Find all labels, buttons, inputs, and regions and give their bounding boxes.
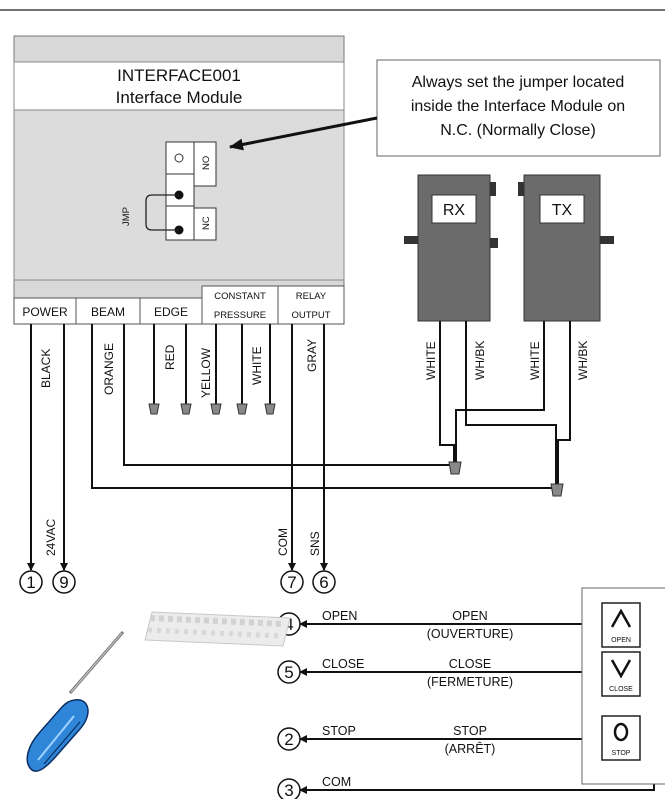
no-label: NO [201, 156, 212, 170]
stop-label: STOP [453, 724, 487, 738]
pin-no [174, 153, 184, 163]
chevron-down-icon [610, 659, 632, 679]
terminal-2: 2 [277, 727, 301, 751]
header-beam: BEAM [91, 305, 125, 319]
open-button: OPEN [601, 602, 641, 648]
close-fr: (FERMETURE) [427, 675, 513, 689]
header-edge: EDGE [154, 305, 188, 319]
wire-labels: BLACK ORANGE RED YELLOW WHITE GRAY WHITE… [39, 339, 590, 556]
terminal-5: 5 [277, 660, 301, 684]
jumper-link [145, 194, 179, 231]
close-button: CLOSE [601, 651, 641, 697]
header-constant: CONSTANT [214, 291, 266, 302]
open-fr: (OUVERTURE) [427, 627, 514, 641]
jumper-block: JMP NO NC [121, 141, 217, 241]
svg-text:9: 9 [59, 573, 68, 592]
terminal-6: 6 [312, 570, 336, 594]
jmp-label: JMP [121, 207, 132, 226]
label-com: COM [276, 528, 290, 556]
label-tx-whbk: WH/BK [576, 341, 590, 380]
note-line-3: N.C. (Normally Close) [440, 122, 596, 139]
wire-tx-whbk [557, 321, 571, 484]
label-yellow: YELLOW [199, 347, 213, 398]
label-rx-whbk: WH/BK [473, 341, 487, 380]
svg-text:5: 5 [284, 663, 293, 682]
control-labels: OPEN OPEN (OUVERTURE) CLOSE CLOSE (FERME… [322, 609, 513, 789]
label-sns: SNS [308, 531, 322, 556]
terminal-1: 1 [19, 570, 43, 594]
chevron-up-icon [610, 608, 632, 628]
label-red: RED [163, 344, 177, 370]
open-label: OPEN [452, 609, 487, 623]
wire-rx-white [439, 321, 455, 462]
control-station: OPEN CLOSE STOP [581, 587, 665, 785]
stop-short: STOP [322, 724, 356, 738]
terminal-7: 7 [280, 570, 304, 594]
screwdriver-icon [26, 631, 125, 772]
note-arrow [229, 116, 378, 151]
wire-rx-whbk [465, 321, 557, 484]
note-line-2: inside the Interface Module on [411, 98, 625, 115]
wire-end-caps [148, 403, 564, 497]
note-line-1: Always set the jumper located [412, 74, 625, 91]
wire-beam-common [91, 324, 556, 489]
label-gray: GRAY [305, 339, 319, 372]
header-pressure: PRESSURE [214, 310, 266, 321]
stop-fr: (ARRÊT) [445, 741, 496, 756]
svg-text:1: 1 [26, 573, 35, 592]
label-tx-white: WHITE [528, 341, 542, 380]
close-short: CLOSE [322, 657, 364, 671]
rx-label: RX [443, 202, 466, 219]
label-24vac: 24VAC [44, 519, 58, 556]
label-black: BLACK [39, 349, 53, 388]
label-orange: ORANGE [102, 343, 116, 395]
circle-icon [613, 722, 629, 742]
nc-label: NC [201, 216, 212, 230]
terminal-3: 3 [277, 778, 301, 799]
com-short: COM [322, 775, 351, 789]
svg-text:7: 7 [287, 573, 296, 592]
terminal-strip-icon [144, 611, 291, 647]
wire-orange [123, 324, 454, 466]
open-short: OPEN [322, 609, 357, 623]
module-title: INTERFACE001 [117, 66, 241, 85]
svg-text:STOP: STOP [612, 750, 631, 757]
label-white: WHITE [250, 346, 264, 385]
module-subtitle: Interface Module [116, 88, 243, 107]
tx-label: TX [552, 202, 573, 219]
svg-text:2: 2 [284, 730, 293, 749]
header-power: POWER [22, 305, 68, 319]
header-relay: RELAY [296, 291, 327, 302]
close-label: CLOSE [449, 657, 491, 671]
rx-sensor: RX [404, 174, 498, 322]
label-rx-white: WHITE [424, 341, 438, 380]
tx-sensor: TX [518, 174, 614, 322]
svg-text:4: 4 [284, 615, 293, 634]
wires [27, 321, 655, 794]
terminal-numbers: 1 9 7 6 4 5 2 3 [19, 570, 336, 799]
svg-text:3: 3 [284, 781, 293, 799]
header-output: OUTPUT [291, 310, 330, 321]
stop-button: STOP [601, 715, 641, 761]
terminal-headers: POWER BEAM EDGE CONSTANT PRESSURE RELAY … [22, 285, 345, 325]
terminal-9: 9 [52, 570, 76, 594]
wire-tx-white [455, 321, 545, 462]
svg-text:6: 6 [319, 573, 328, 592]
svg-text:CLOSE: CLOSE [609, 686, 633, 693]
jumper-note: Always set the jumper located inside the… [229, 59, 661, 157]
svg-text:OPEN: OPEN [611, 637, 631, 644]
